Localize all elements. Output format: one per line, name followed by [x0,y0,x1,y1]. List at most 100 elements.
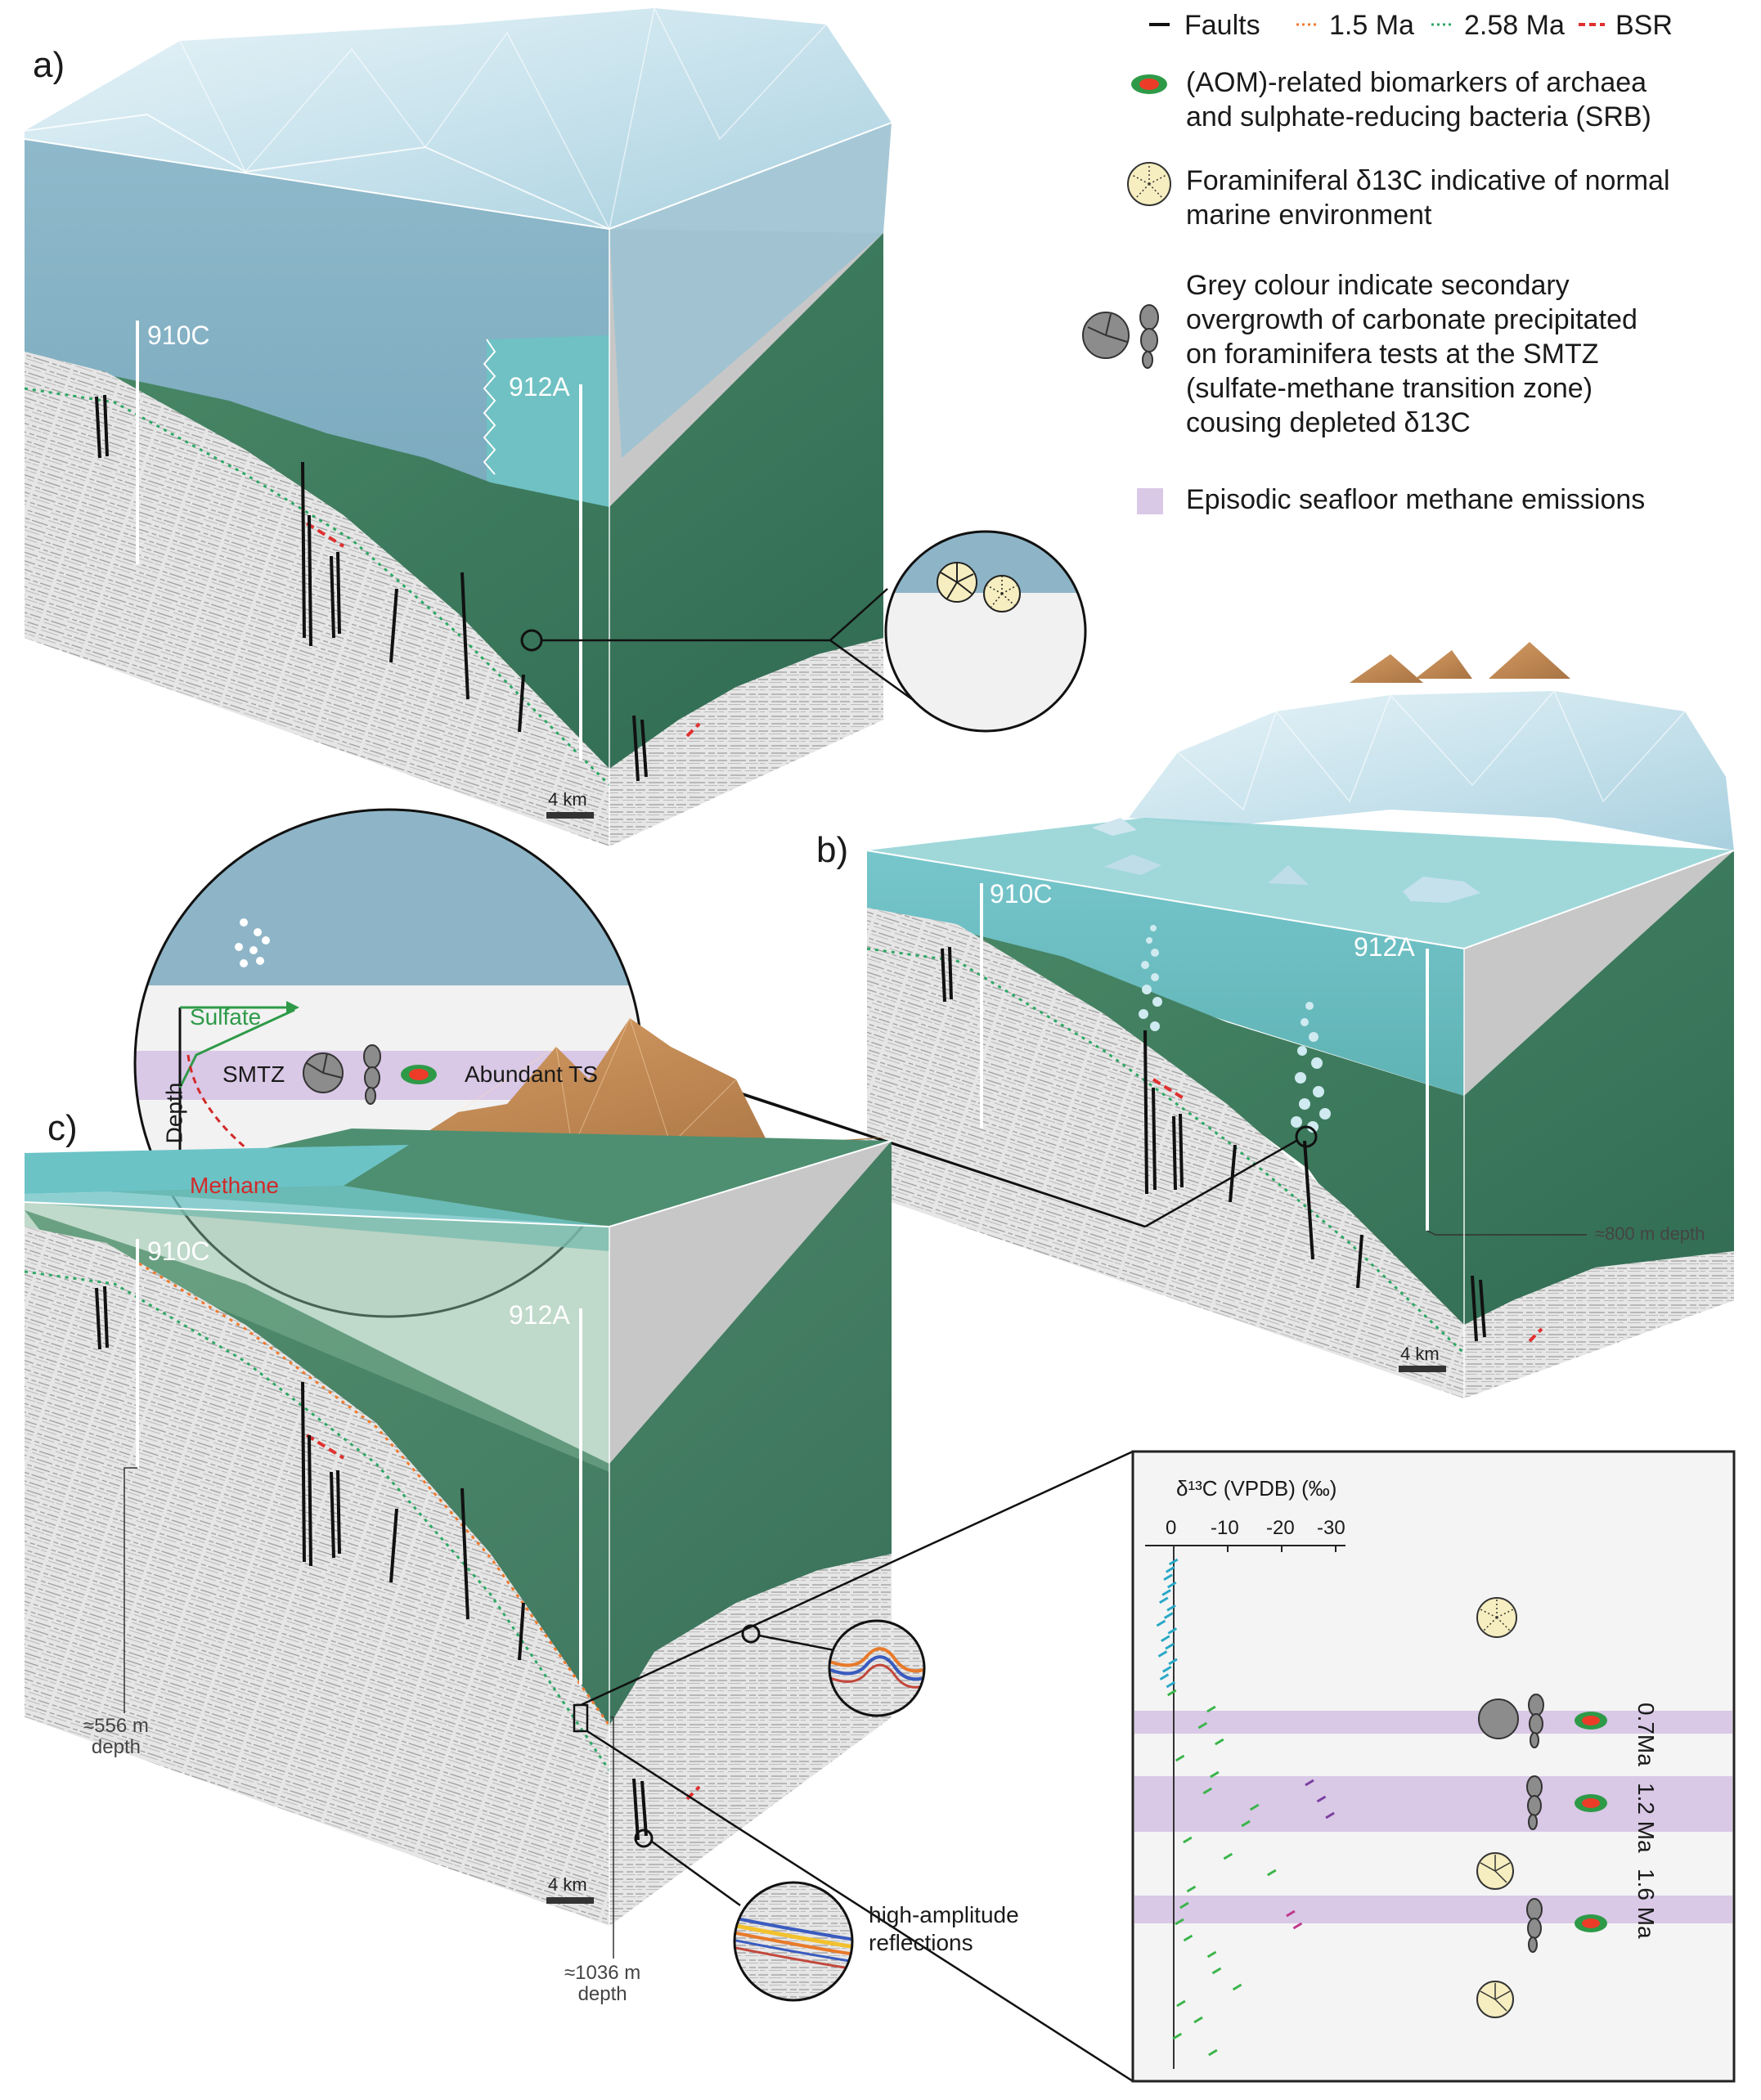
isotope-point [1210,1770,1220,1779]
legend-grey-line5: cousing depleted δ13C [1186,407,1471,438]
isotope-point [1166,1680,1176,1689]
isotope-point [1208,2048,1218,2057]
reflections-label-line1: high-amplitude [869,1902,1019,1927]
isotope-point [1193,2016,1203,2024]
isotope-point [1325,1811,1335,1820]
isotope-point [1161,1635,1170,1643]
overgrown-foraminifera-icon [303,1044,381,1105]
methane-bubbles-b [1139,925,1331,1133]
grey-foram-icon [1526,1898,1607,1953]
normal-foram-icon [1476,1597,1517,1638]
seismic-section-a [25,352,609,846]
smtz-band-3 [1134,1896,1732,1923]
site-910c-c: 910C [147,1236,210,1266]
isotope-point [1305,1779,1314,1787]
isotope-point [1249,1803,1260,1811]
age-label-0.7: 0.7Ma [1633,1703,1659,1766]
tick-label-0: 0 [1166,1517,1177,1539]
isotope-point [1163,1612,1174,1619]
legend-aom-line2: and sulphate-reducing bacteria (SRB) [1186,101,1651,132]
foraminifera-icon [937,562,977,603]
legend-aom: (AOM)-related biomarkers of archaea and … [1186,65,1651,134]
legend-faults: Faults [1184,10,1260,41]
isotope-point [1156,1619,1166,1627]
isotope-point [1161,1665,1172,1673]
isotope-point [1165,1566,1175,1573]
isotope-point [1202,1787,1213,1795]
legend-aom-line1: (AOM)-related biomarkers of archaea [1186,67,1647,98]
isotope-point [1215,1738,1224,1746]
legend-grey-line4: (sulfate-methane transition zone) [1186,373,1593,404]
age-label-1.6: 1.6 Ma [1633,1869,1659,1939]
site-912a-b: 912A [1354,932,1415,962]
depth-right-unit: depth [577,1983,627,2005]
smtz-band-2 [1134,1776,1732,1832]
overgrown-foraminifera-icon [1082,304,1159,369]
foraminifera-icon [983,575,1021,612]
legend [1082,23,1605,514]
normal-foram-icon [1127,162,1171,206]
panel-b-label: b) [816,830,849,870]
grey-foram-icon [1478,1694,1607,1748]
isotope-point [1163,1573,1173,1582]
depth-label-c-right: ≈1036 m depth [564,1963,640,2005]
legend-1.5ma: 1.5 Ma [1329,10,1414,41]
isotope-point [1166,1604,1176,1612]
ice-sheet-a [25,8,892,229]
chart-title: δ¹³C (VPDB) (‰) [1176,1476,1337,1501]
scale-c: 4 km [548,1874,587,1895]
zoom-locator-b [1295,1125,1318,1148]
isotope-point [1223,1852,1233,1860]
isotope-point [1316,1795,1327,1803]
legend-foram-line2: marine environment [1186,200,1432,231]
isotope-point [1183,1934,1193,1942]
isotope-point [1159,1673,1170,1680]
legend-emissions-swatch [1137,488,1163,514]
legend-grey: Grey colour indicate secondary overgrowt… [1186,268,1637,440]
legend-grey-line3: on foraminifera tests at the SMTZ [1186,339,1599,370]
age-label-1.2: 1.2 Ma [1633,1783,1659,1853]
scale-b: 4 km [1400,1344,1440,1364]
depth-left-value: ≈556 m [83,1715,149,1737]
isotope-point [1161,1589,1171,1596]
reflection-zoom-1 [828,1619,926,1717]
isotope-point [1206,1705,1216,1713]
aom-biomarker-icon [401,1065,437,1084]
isotope-point [1179,1901,1189,1909]
isotope-point [1197,1721,1208,1730]
reflections-label-line2: reflections [869,1930,973,1955]
smtz-band-1 [1134,1711,1732,1734]
isotope-point [1211,1967,1222,1975]
isotope-point [1175,1918,1184,1926]
depth-label-c-left: ≈556 m depth [83,1716,149,1758]
reflection-zoom-2 [733,1881,854,2002]
panel-b-block [633,642,1735,1398]
legend-grey-line1: Grey colour indicate secondary [1186,270,1570,301]
methane-label: Methane [190,1173,279,1198]
panel-a-block [24,6,913,846]
depth-left-unit: depth [91,1736,141,1758]
isotope-point [1159,1596,1169,1604]
water-cut-912a [487,335,609,507]
isotope-point [1172,2032,1183,2040]
site-912a-a: 912A [509,372,570,402]
site-910c-a: 910C [147,321,210,350]
smtz-label: SMTZ [222,1061,285,1087]
normal-foram-icon [1476,1852,1514,1890]
isotope-point [1168,1658,1178,1666]
depth-right-value: ≈1036 m [564,1962,641,1984]
faults-c [95,1286,648,1841]
panel-c-block [24,1016,1134,2083]
site-912a-c: 912A [509,1300,570,1330]
depth-label-b: ≈800 m depth [1595,1223,1705,1244]
isotope-point [1186,1885,1197,1893]
isotope-point [1166,1581,1177,1589]
legend-2.58ma: 2.58 Ma [1464,10,1565,41]
legend-grey-line2: overgrowth of carbonate precipitated [1186,304,1637,335]
isotope-point [1168,1558,1179,1566]
normal-foram-icon [1476,1981,1514,2018]
isotope-chart [1131,1450,1736,2083]
isotope-point [1166,1689,1177,1697]
isotope-point [1286,1909,1296,1918]
